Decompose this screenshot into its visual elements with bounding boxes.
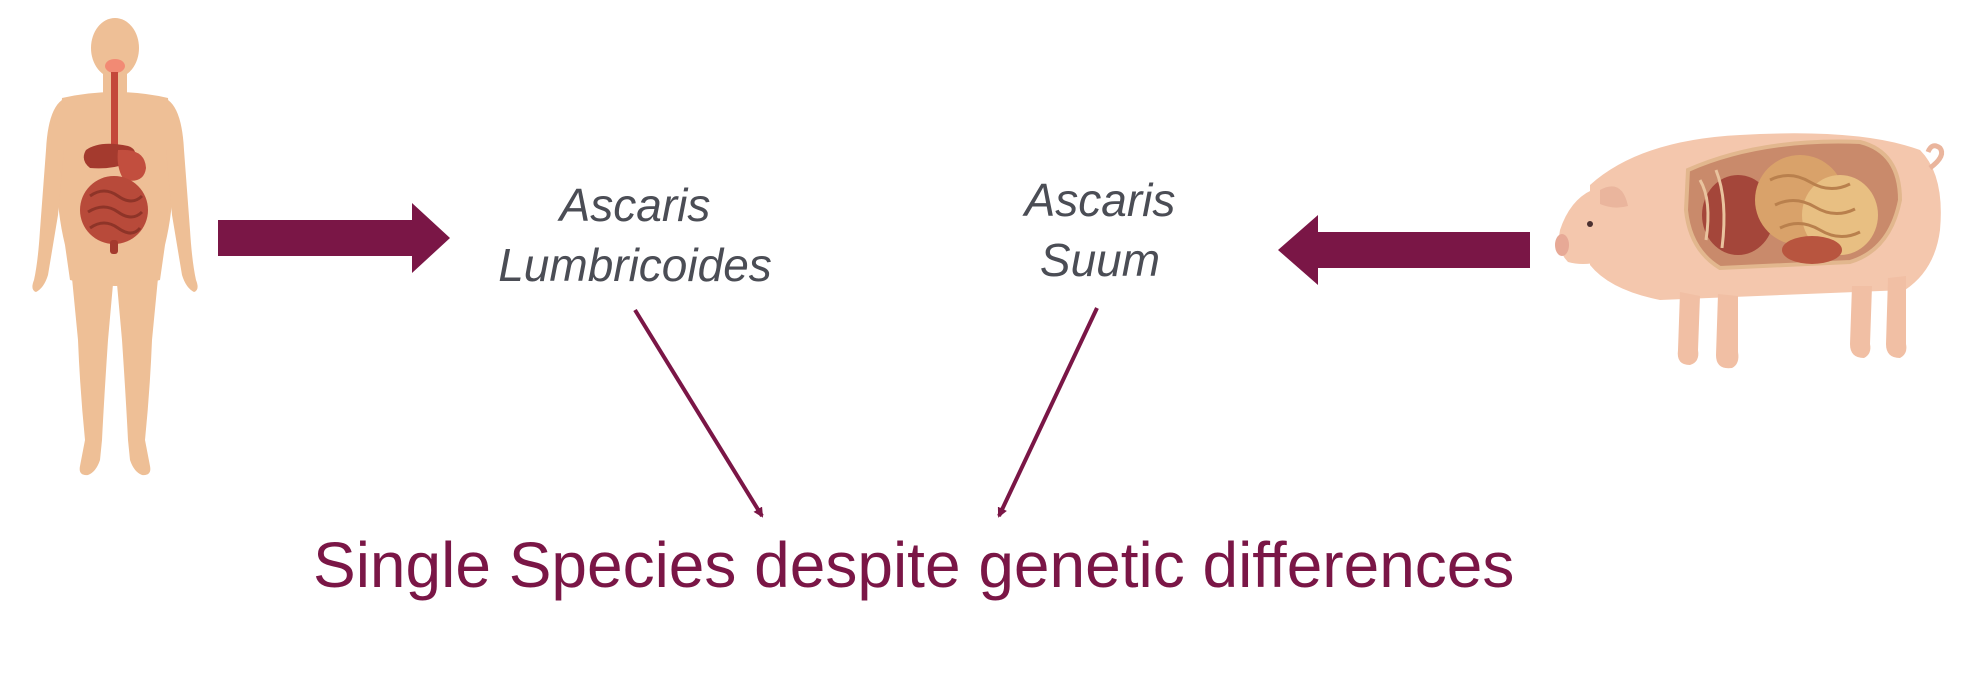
human-anatomy-icon <box>32 18 198 476</box>
thin-arrow-suum <box>997 307 1099 518</box>
thick-arrow-left <box>1278 215 1530 285</box>
species-label-lumbricoides: Ascaris Lumbricoides <box>420 175 850 295</box>
pig-anatomy-icon <box>1555 133 1945 369</box>
species-name-left: Lumbricoides <box>498 239 772 291</box>
thick-arrow-right <box>218 203 450 273</box>
species-genus-right: Ascaris <box>1024 174 1176 226</box>
species-name-right: Suum <box>1039 234 1161 286</box>
thin-arrow-lumbricoides <box>633 308 764 518</box>
species-label-suum: Ascaris Suum <box>900 170 1300 290</box>
species-genus-left: Ascaris <box>559 179 711 231</box>
conclusion-text: Single Species despite genetic differenc… <box>313 529 1515 601</box>
